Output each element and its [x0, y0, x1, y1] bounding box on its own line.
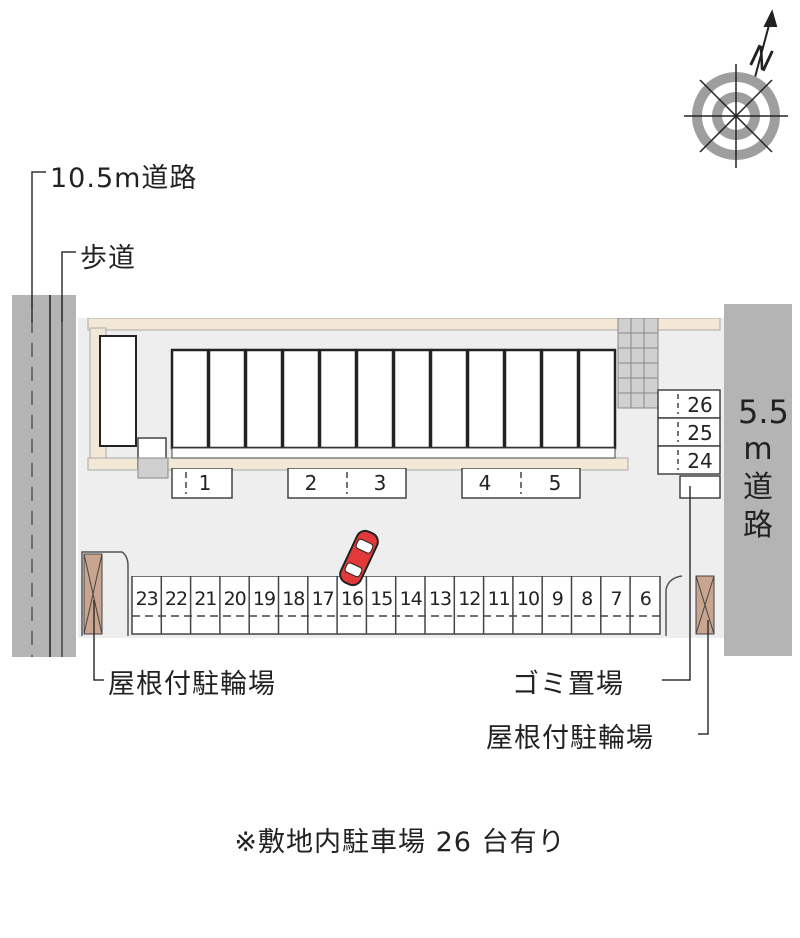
space-9: 9 [551, 588, 564, 610]
top-space-boxes [171, 468, 581, 499]
building-block [87, 318, 721, 479]
space-5: 5 [548, 471, 562, 495]
space-19: 19 [252, 588, 276, 610]
bottom-space-boxes [131, 576, 661, 635]
space-4: 4 [478, 471, 492, 495]
space-22: 22 [164, 588, 188, 610]
road-10-5m [12, 295, 76, 657]
space-11: 11 [487, 588, 511, 610]
sidewalk-lines [31, 295, 63, 657]
space-26: 26 [687, 393, 713, 417]
label-garbage: ゴミ置場 [512, 669, 624, 700]
space-18: 18 [282, 588, 305, 610]
space-3: 3 [373, 471, 387, 495]
space-14: 14 [399, 588, 423, 610]
footer-note: ※敷地内駐車場 26 台有り [234, 827, 566, 858]
space-6: 6 [639, 588, 652, 610]
road-char-2: 路 [743, 508, 773, 543]
space-21: 21 [194, 588, 217, 610]
label-bike-parking-right: 屋根付駐輪場 [486, 723, 654, 754]
space-10: 10 [516, 588, 540, 610]
label-left-road: 10.5m道路 [50, 163, 198, 194]
compass-icon: N [684, 9, 788, 168]
space-16: 16 [340, 588, 364, 610]
road-unit-label: m [743, 432, 773, 467]
bike-shelter-left [81, 551, 129, 636]
space-7: 7 [610, 588, 622, 610]
space-13: 13 [428, 588, 452, 610]
space-2: 2 [304, 471, 318, 495]
space-20: 20 [223, 588, 247, 610]
space-12: 12 [458, 588, 481, 610]
space-23: 23 [135, 588, 159, 610]
space-15: 15 [370, 588, 393, 610]
road-5-5m [724, 304, 792, 656]
road-char-1: 道 [743, 470, 773, 505]
label-sidewalk: 歩道 [80, 243, 136, 274]
space-24: 24 [687, 449, 713, 473]
car-icon [339, 529, 379, 587]
space-8: 8 [581, 588, 593, 610]
bike-shelter-right [665, 575, 715, 636]
space-17: 17 [311, 588, 335, 610]
space-1: 1 [198, 471, 212, 495]
space-25: 25 [687, 421, 713, 445]
label-bike-parking-left: 屋根付駐輪場 [108, 669, 276, 700]
